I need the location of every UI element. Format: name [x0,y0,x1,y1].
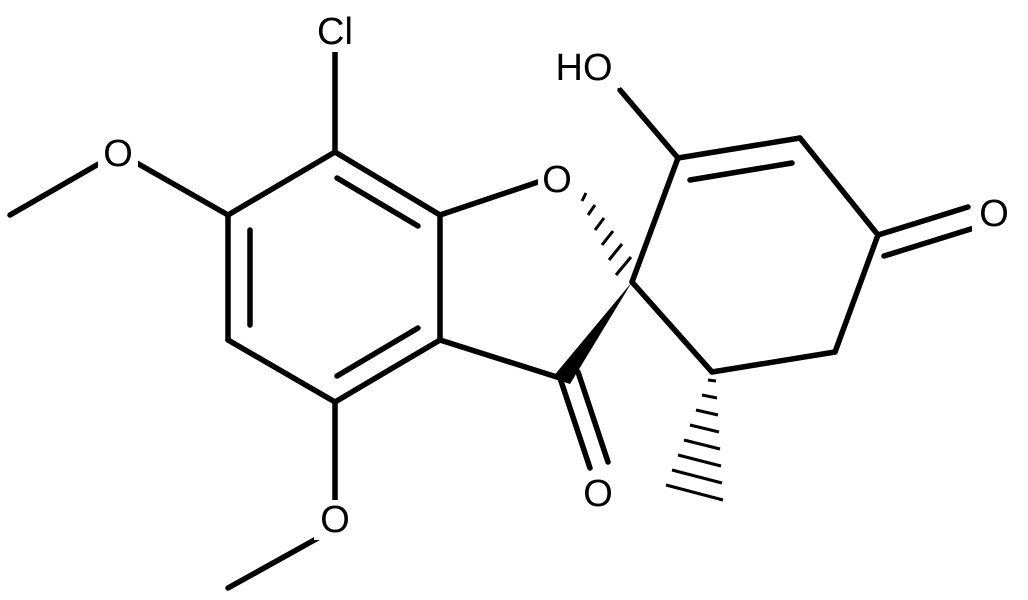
bond-c2p-c3p [675,135,803,161]
bond-c5p-c6p [709,349,838,375]
wedge-bond-spiro-c3 [552,282,632,384]
cyclohexenone-ring [617,87,977,502]
bond-c3a-c3 [437,337,563,381]
atom-ketone-o: O [583,473,613,515]
bond-c3a-c4 [332,337,443,405]
benzene-ring [225,149,443,405]
bond-o-methyl-bottom [225,535,321,591]
bond-c3a-c4-inner [334,325,421,379]
bond-c7-c7a [332,149,443,218]
hashed-bond-methyl [665,378,724,502]
hashed-bond-spiro-o1 [580,192,633,276]
atom-ring-o: O [542,159,572,201]
atom-cl: Cl [317,11,353,53]
bond-c2p-oh [617,87,681,161]
bond-c4p-c5p [832,232,881,355]
bond-c7-c7a-inner [334,175,421,229]
bond-c4p-o-a [875,204,971,238]
bond-c3-o-a [557,375,593,471]
atom-methoxy-o-top: O [103,133,133,175]
bond-spiro-c2p [629,155,681,285]
bond-c7a-o1 [437,179,541,218]
bond-o-methyl-top [7,159,105,218]
atom-hydroxyl: HO [556,47,613,89]
bond-c3p-c4p [797,135,881,238]
substituents [7,47,338,591]
bond-c2p-c3p-inner [687,160,795,183]
atom-enone-o: O [979,193,1009,235]
bond-c4p-o-b [881,225,977,259]
furanone-ring [437,179,633,471]
bond-c6-o [132,159,231,218]
bond-c4-c5 [225,337,338,405]
bond-c3-o-b [575,369,611,465]
bond-c6-c7 [225,149,338,218]
bond-c6p-spiro [629,279,715,375]
atom-methoxy-o-bottom: O [320,499,350,541]
atom-labels: Cl O HO O O O O [98,11,1012,541]
